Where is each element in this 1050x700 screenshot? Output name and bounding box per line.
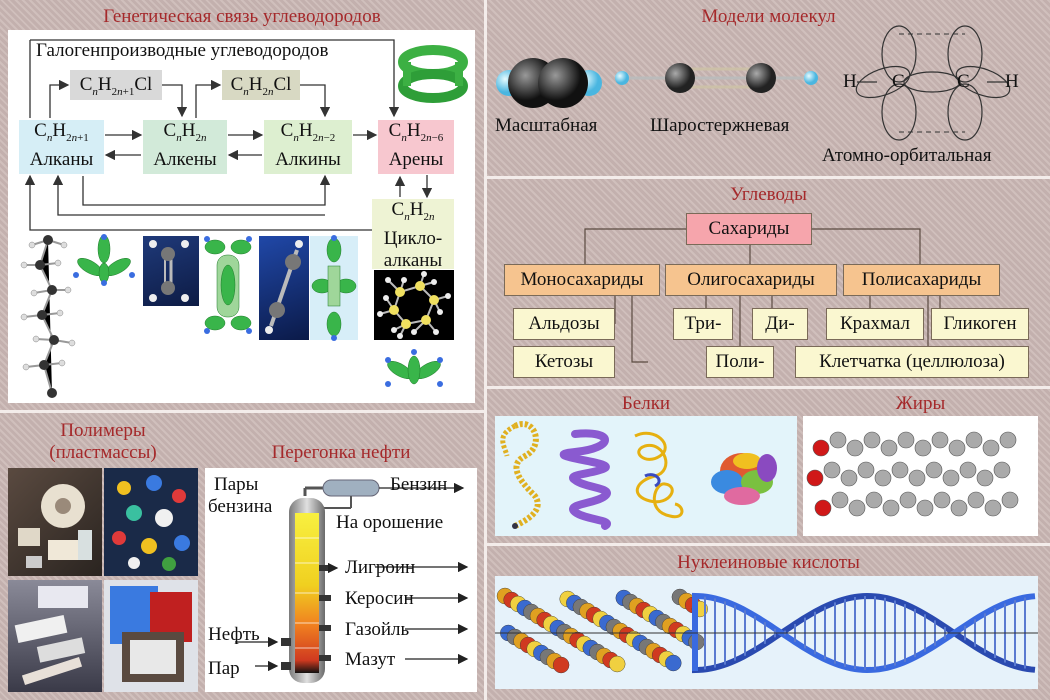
polymers-photo-2 (104, 468, 198, 576)
box-cellulose: Клетчатка (целлюлоза) (795, 346, 1029, 378)
alkynes-label: Алкины (275, 148, 341, 170)
divider-right-3 (487, 543, 1050, 546)
box-di: Ди- (752, 308, 808, 340)
models-title: Модели молекул (701, 6, 836, 27)
genetic-title: Генетическая связь углеводородов (103, 6, 381, 27)
cyclohexane-model-image (374, 270, 454, 340)
acetylene-model-image (259, 236, 309, 340)
box-poly: Поли- (706, 346, 774, 378)
arene-ring-model-icon (398, 45, 468, 103)
oil-title: Перегонка нефти (271, 442, 411, 463)
proteins-title: Белки (621, 393, 671, 414)
nucleic-title: Нуклеиновые кислоты (677, 552, 860, 573)
cycloalkanes-label-2: алканы (383, 249, 443, 271)
oil-gasoline-label: Бензин (390, 474, 448, 495)
box-ketoses: Кетозы (513, 346, 615, 378)
nucleic-image (495, 576, 1038, 689)
acetylene-orbital-icon (310, 235, 358, 341)
box-glycogen: Гликоген (931, 308, 1029, 340)
box-alkanes: CnH2n+1 Алканы (19, 120, 104, 174)
box-starch: Крахмал (826, 308, 924, 340)
orbital-atom-c-left: C (892, 71, 905, 92)
oil-vapors-label-2: бензина (208, 496, 273, 517)
orbital-atom-h-right: H (1005, 71, 1019, 92)
orbital-atom-c-right: C (957, 71, 970, 92)
oil-vapors-label-1: Пары (214, 474, 259, 495)
ethylene-orbital-icon (204, 236, 252, 334)
polymers-photo-1 (8, 468, 102, 576)
box-alkynes: CnH2n−2 Алкины (264, 120, 352, 174)
ball-and-stick-label: Шаростержневая (650, 115, 790, 136)
cycloalkanes-label-1: Цикло- (383, 227, 443, 249)
carbs-title: Углеводы (730, 184, 807, 205)
oil-panel (205, 468, 477, 692)
box-monosaccharides: Моносахариды (504, 264, 660, 296)
orbital-atom-h-left: H (843, 71, 857, 92)
proteins-image (495, 416, 797, 536)
alkenes-label: Алкены (153, 148, 217, 170)
arenes-label: Арены (388, 148, 444, 170)
polymers-photo-4 (104, 580, 198, 692)
formula-chloroalkane: CnH2n+1Cl (70, 70, 162, 100)
atomic-orbital-model-icon (855, 25, 1011, 141)
oil-kerosene-label: Керосин (345, 588, 414, 609)
ethylene-model-image (143, 236, 199, 306)
box-saccharides: Сахариды (686, 213, 812, 245)
polymers-title-2: (пластмассы) (49, 442, 157, 463)
divider-right-1 (487, 176, 1050, 179)
box-polysaccharides: Полисахариды (843, 264, 1000, 296)
box-arenes: CnH2n−6 Арены (378, 120, 454, 174)
alkane-chain-model-icon (20, 235, 76, 398)
oil-steam-label: Пар (208, 658, 240, 679)
oil-ligroin-label: Лигроин (345, 557, 416, 578)
oil-input-label: Нефть (208, 624, 260, 645)
fats-image (803, 416, 1038, 536)
cycloalkane-orbital-icon (385, 349, 443, 387)
orbital-model-label: Атомно-орбитальная (822, 145, 992, 166)
fats-title: Жиры (895, 393, 946, 414)
box-alkenes: CnH2n Алкены (143, 120, 227, 174)
alkanes-label: Алканы (29, 148, 94, 170)
oil-gasoil-label: Газойль (345, 619, 410, 640)
space-filling-model-icon (496, 58, 602, 108)
haloderivatives-label: Галогенпроизводные углеводородов (36, 40, 329, 61)
polymers-photo-3 (8, 580, 102, 692)
divider-right-2 (487, 386, 1050, 389)
divider-left-horizontal (0, 410, 484, 413)
oil-reflux-label: На орошение (336, 512, 444, 533)
space-filling-label: Масштабная (495, 115, 598, 136)
box-cycloalkanes: CnH2n Цикло- алканы (372, 199, 454, 271)
oil-fuel-oil-label: Мазут (345, 649, 396, 670)
divider-vertical (484, 0, 487, 700)
box-aldoses: Альдозы (513, 308, 615, 340)
distillation-column-diagram (235, 479, 469, 683)
polymers-title-1: Полимеры (60, 420, 146, 441)
ball-and-stick-model-icon (615, 63, 818, 93)
methane-orbital-icon (73, 234, 135, 286)
box-tri: Три- (673, 308, 733, 340)
box-oligosaccharides: Олигосахариды (665, 264, 837, 296)
formula-chloroalkene: CnH2nCl (222, 70, 300, 100)
